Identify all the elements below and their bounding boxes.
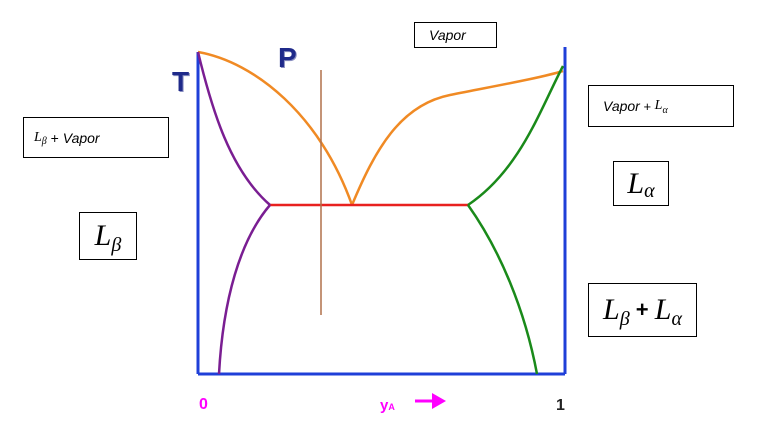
left-vapor-curve xyxy=(197,50,354,206)
x-tick-0: 0 xyxy=(199,396,208,413)
l-beta-plus-vapor-plus: + xyxy=(46,129,63,146)
l-beta-plus-l-alpha-l1: L xyxy=(603,293,620,326)
l-beta-plus-l-alpha-sub2: α xyxy=(671,307,682,330)
x-axis-variable: yA xyxy=(380,397,395,414)
x-arrow-head xyxy=(432,393,446,409)
l-beta-l: L xyxy=(94,219,112,252)
l-beta-plus-vapor-word: Vapor xyxy=(62,129,100,146)
p-label: P xyxy=(278,42,297,73)
l-beta-plus-vapor-sub: β xyxy=(41,136,47,147)
left-lower-purple-curve xyxy=(217,204,271,375)
right-vapor-curve xyxy=(350,69,564,206)
l-beta-plus-l-alpha-plus: + xyxy=(629,297,655,322)
l-beta-sub: β xyxy=(111,233,122,256)
l-beta-plus-l-alpha-sub1: β xyxy=(619,307,630,330)
vapor-region-label: Vapor xyxy=(429,27,466,43)
vapor-plus-l-alpha-l: L xyxy=(654,98,663,113)
vapor-region-box: Vapor xyxy=(414,22,497,48)
x-axis-variable-sub: A xyxy=(388,402,395,412)
vapor-plus-l-alpha-word: Vapor xyxy=(603,98,640,114)
left-upper-purple-curve xyxy=(196,51,271,206)
l-alpha-l: L xyxy=(627,166,645,200)
x-tick-1: 1 xyxy=(556,397,565,414)
right-upper-green-curve xyxy=(467,65,565,207)
vapor-plus-l-alpha-sub: α xyxy=(662,104,668,116)
vapor-plus-l-alpha-plus: + xyxy=(639,98,655,114)
t-axis-label: T xyxy=(172,66,190,97)
l-beta-plus-vapor-l: L xyxy=(34,129,42,145)
l-alpha-sub: α xyxy=(644,180,655,202)
x-axis-variable-main: y xyxy=(380,397,389,414)
l-beta-plus-l-alpha-l2: L xyxy=(654,293,672,326)
right-lower-green-curve xyxy=(466,204,539,375)
